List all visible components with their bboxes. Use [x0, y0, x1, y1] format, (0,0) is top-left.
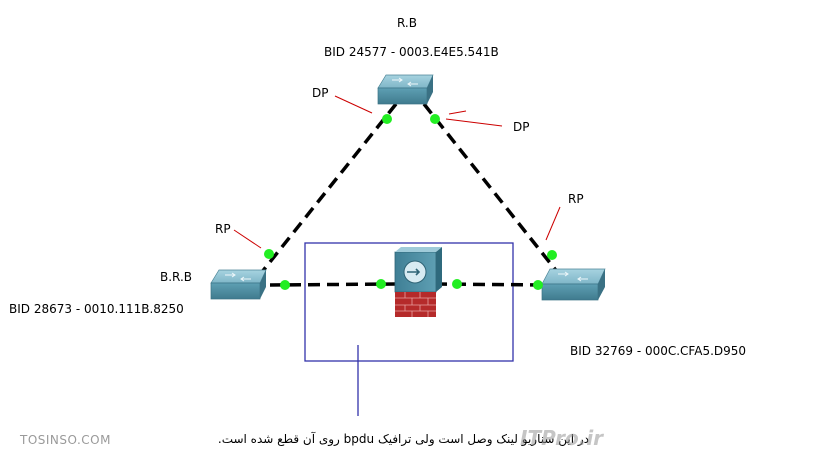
- firewall-icon[interactable]: [394, 247, 442, 317]
- watermark-tosinso: TOSINSO.COM: [20, 433, 111, 447]
- dp-label-left: DP: [312, 86, 329, 100]
- rp-label-left: RP: [215, 222, 231, 236]
- port-dot-left-rp: [264, 249, 274, 259]
- leader-line-dp-left: [334, 95, 373, 114]
- port-dot-firewall-left: [376, 279, 386, 289]
- port-dot-left-firewall: [280, 280, 290, 290]
- watermark-itpro: ITPro.ir: [520, 426, 604, 450]
- left-switch-bid: BID 28673 - 0010.111B.8250: [9, 302, 184, 316]
- right-switch-icon[interactable]: [541, 268, 606, 301]
- blocked-bpdu-highlight-box: [304, 242, 514, 362]
- left-switch-icon[interactable]: [210, 269, 267, 300]
- root-switch-icon[interactable]: [377, 74, 434, 105]
- leader-line-dp-right: [445, 118, 503, 127]
- root-switch-bid: BID 24577 - 0003.E4E5.541B: [324, 45, 499, 59]
- diagram-caption: در این سناریو لینک وصل است ولی ترافیک bp…: [217, 432, 589, 446]
- port-dot-root-left: [382, 114, 392, 124]
- port-dot-root-right: [430, 114, 440, 124]
- right-switch-bid: BID 32769 - 000C.CFA5.D950: [570, 344, 747, 358]
- link-root-right: [422, 102, 564, 280]
- port-dot-right-firewall: [533, 280, 543, 290]
- leader-line-dp-right-tick: [448, 110, 467, 115]
- port-dot-firewall-right: [452, 279, 462, 289]
- link-left-firewall: [269, 282, 396, 287]
- rp-label-right: RP: [568, 192, 584, 206]
- leader-line-rp-right: [545, 206, 561, 241]
- link-root-left: [252, 102, 398, 284]
- dp-label-right: DP: [513, 120, 530, 134]
- leader-line-rp-left: [233, 229, 262, 249]
- root-switch-title: R.B: [397, 16, 417, 30]
- left-switch-title: B.R.B: [160, 270, 193, 284]
- link-firewall-right: [434, 282, 549, 287]
- port-dot-right-rp: [547, 250, 557, 260]
